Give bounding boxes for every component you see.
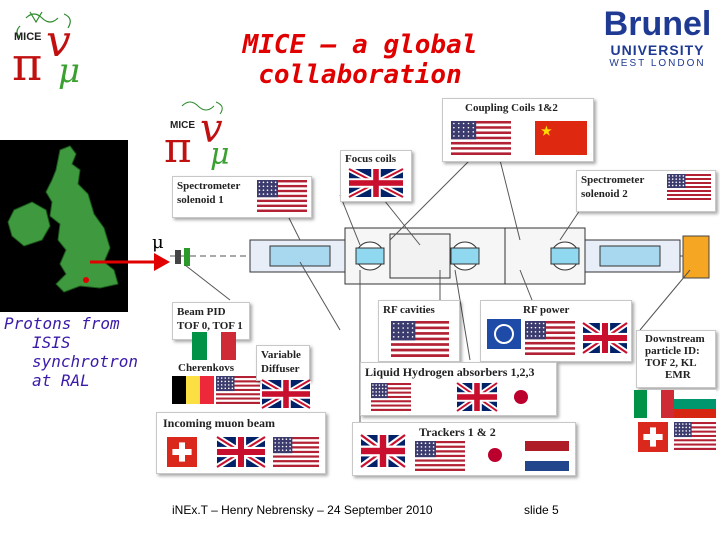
us-flag [415,441,465,471]
us-flag [273,437,319,467]
italy-flag [192,332,236,360]
footer-slide-number: slide 5 [524,503,559,517]
us-flag [391,321,449,357]
brunel-university: UNIVERSITY [610,42,705,58]
brunel-logo: Brunel UNIVERSITY WEST LONDON [600,6,715,70]
belgium-flag [172,376,214,404]
beamline-schematic [170,227,710,285]
uk-flag [581,320,629,356]
trackers-box: Trackers 1 & 2 [352,422,576,476]
us-flag [216,376,260,404]
lh2-absorbers-label: Liquid Hydrogen absorbers 1,2,3 [365,365,535,379]
focus-coils-box: Focus coils [340,150,412,202]
us-flag [451,121,511,155]
rf-power-label: RF power [523,304,570,316]
uk-flag [347,166,405,200]
spectrometer-2-box: Spectrometer solenoid 2 [576,170,716,212]
downstream-pid-label-4: EMR [665,369,691,381]
us-flag [525,321,575,355]
spectrometer-1-box: Spectrometer solenoid 1 [172,176,312,218]
coupling-coils-box: Coupling Coils 1&2 ★ [442,98,594,162]
svg-text:v: v [46,16,71,67]
downstream-pid-label-2: particle ID: [645,345,700,357]
us-flag [667,174,711,200]
japan-flag [501,383,541,411]
china-flag: ★ [535,121,587,155]
footer-event: iNEx.T – Henry Nebrensky – 24 September … [172,503,433,517]
uk-map-graphic [7,145,119,293]
downstream-pid-box: Downstream particle ID: TOF 2, KL EMR [636,330,716,388]
swiss-flag [638,422,668,452]
us-flag [257,180,307,212]
mice-logo-text: MICE [14,31,42,43]
svg-text:μ: μ [210,137,230,172]
lh2-absorbers-box: Liquid Hydrogen absorbers 1,2,3 [360,362,557,416]
svg-text:MICE: MICE [170,120,195,131]
spectrometer-1-label-2: solenoid 1 [177,194,224,206]
spectrometer-1-label-1: Spectrometer [177,180,241,192]
downstream-pid-label-1: Downstream [645,333,705,345]
svg-text:π: π [164,123,192,172]
spectrometer-2-label-2: solenoid 2 [581,188,628,200]
svg-text:μ: μ [58,51,80,91]
slide-title: MICE – a global collaboration [242,30,478,90]
uk-flag [359,432,407,470]
coupling-coils-label: Coupling Coils 1&2 [465,102,558,114]
incoming-muon-beam-box: Incoming muon beam [156,412,326,474]
japan-flag [475,441,515,469]
muon-symbol: μ [152,232,164,253]
uk-flag [215,434,267,470]
trackers-label: Trackers 1 & 2 [419,425,496,439]
us-flag [674,422,716,450]
uk-flag [455,380,499,414]
netherlands-flag [525,441,569,471]
svg-text:v: v [200,106,223,152]
brunel-name: Brunel [603,5,712,43]
variable-diffuser-label-1: Variable [261,349,301,361]
mice-logo-small-graphic: MICE π v μ [164,101,230,172]
italy-flag [634,390,674,418]
uk-map [0,140,128,312]
protons-line-2: ISIS [32,333,71,352]
mice-logo-small: MICE π v μ [160,96,250,172]
brunel-location: WEST LONDON [609,58,706,69]
protons-line-3: synchrotron [32,352,138,371]
mice-logo: MICE π v μ [6,6,100,91]
rf-power-box: RF power [480,300,632,362]
swiss-flag [167,437,197,467]
protons-line-1: Protons from [4,314,120,333]
beam-pid-label-2: TOF 0, TOF 1 [177,320,243,332]
beam-pid-label-1: Beam PID [177,306,226,318]
cherenkovs-label: Cherenkovs [178,362,235,374]
focus-coils-label: Focus coils [345,153,397,165]
rf-cavities-box: RF cavities [378,300,460,362]
svg-text:★: ★ [541,124,552,138]
bulgaria-flag [674,390,716,418]
protons-label: Protons from ISIS synchrotron at RAL [4,314,138,390]
beam-arrow [90,253,170,271]
svg-text:π: π [12,37,42,91]
rf-cavities-label: RF cavities [383,304,435,316]
variable-diffuser-box: Variable Diffuser [256,345,310,381]
incoming-muon-beam-label: Incoming muon beam [163,416,276,430]
uk-flag [260,377,312,411]
cern-logo [487,319,521,349]
variable-diffuser-label-2: Diffuser [261,363,300,375]
downstream-pid-label-3: TOF 2, KL [645,357,697,369]
spectrometer-2-label-1: Spectrometer [581,174,645,186]
protons-line-4: at RAL [32,371,90,390]
us-flag [371,383,411,411]
mice-logo-graphic: MICE π v μ [12,11,80,91]
